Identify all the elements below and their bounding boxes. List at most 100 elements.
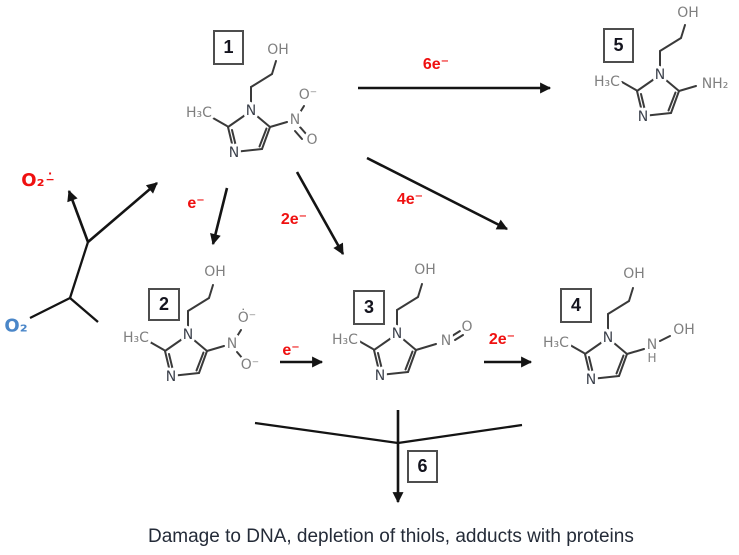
- bond: [187, 297, 210, 312]
- atom-label: H₃C: [543, 335, 569, 351]
- bond: [396, 333, 417, 351]
- atom-label: OH: [677, 5, 699, 21]
- bond: [626, 348, 645, 355]
- bond: [590, 375, 620, 380]
- atom-label: O⁻: [299, 87, 317, 103]
- bond: [235, 329, 242, 339]
- bond: [250, 73, 273, 88]
- bond: [379, 371, 409, 376]
- bond: [231, 129, 238, 150]
- arrow-redox-to-1: [87, 182, 158, 243]
- bond: [195, 351, 205, 372]
- bond: [233, 148, 263, 153]
- atom-label: OH: [623, 266, 645, 282]
- atom-label: N: [290, 112, 300, 128]
- atom-label: N: [246, 103, 256, 119]
- atom-label: H₃C: [123, 330, 149, 346]
- bond: [642, 112, 672, 117]
- atom-label: NH₂: [702, 76, 729, 92]
- atom-label: OH: [414, 262, 436, 278]
- arrow-2e-to-3: [295, 171, 345, 255]
- bond: [227, 126, 235, 153]
- atom-label: H: [647, 351, 656, 365]
- bond: [407, 349, 417, 373]
- atom-label: N: [586, 372, 596, 388]
- bond: [615, 354, 625, 375]
- arrow-e-to-2: [210, 187, 229, 246]
- atom-label: N: [655, 67, 665, 83]
- bond: [659, 37, 682, 52]
- bond: [569, 344, 585, 354]
- bond: [168, 353, 175, 374]
- bond: [417, 283, 423, 298]
- bond: [607, 337, 628, 355]
- redox-line-up: [68, 241, 90, 299]
- atom-label: N: [638, 109, 648, 125]
- atom-label: N: [647, 337, 657, 353]
- bond: [588, 356, 595, 377]
- bond: [680, 24, 686, 39]
- atom-label: N: [392, 326, 402, 342]
- bond: [358, 340, 374, 350]
- atom-label: N: [441, 333, 451, 349]
- bond: [149, 341, 165, 351]
- bond: [415, 343, 437, 351]
- bond: [208, 284, 214, 299]
- arrow-4e-to-4: [366, 156, 508, 231]
- bond: [164, 350, 172, 377]
- bond: [269, 121, 288, 128]
- bond: [659, 74, 680, 92]
- redox-line-from-compound2: [69, 297, 99, 323]
- atom-label: N: [229, 145, 239, 161]
- atom-label: OH: [673, 322, 695, 338]
- bond: [621, 81, 637, 91]
- atom-label: OH: [204, 264, 226, 280]
- atom-label: H₃C: [186, 105, 212, 121]
- bond: [212, 117, 228, 127]
- bond: [187, 334, 208, 352]
- bond: [170, 372, 200, 377]
- bond: [236, 351, 244, 360]
- bond: [636, 90, 644, 117]
- bond: [584, 337, 609, 355]
- bond: [396, 296, 419, 311]
- damage-caption: Damage to DNA, depletion of thiols, addu…: [148, 526, 634, 547]
- atom-label: O⁻: [241, 357, 259, 373]
- atom-label: O: [306, 132, 317, 148]
- bond: [670, 90, 680, 114]
- atom-label: Ȯ⁻: [238, 308, 256, 326]
- atom-label: N: [375, 368, 385, 384]
- bond: [454, 334, 464, 341]
- bond: [258, 127, 268, 148]
- bond: [678, 85, 697, 92]
- atom-label: H₃C: [594, 74, 620, 90]
- bond: [628, 287, 634, 302]
- bond: [294, 130, 303, 140]
- redox-line-from-oxygen: [29, 296, 71, 320]
- bond: [636, 74, 661, 92]
- bond: [373, 349, 381, 376]
- bond: [607, 300, 630, 315]
- bond: [298, 105, 305, 115]
- converge-line-right: [397, 423, 523, 445]
- bond: [451, 330, 461, 337]
- atom-label: O: [461, 319, 472, 335]
- bond: [227, 110, 252, 128]
- bond: [640, 93, 647, 114]
- bond: [250, 110, 271, 128]
- atom-label: H₃C: [332, 332, 358, 348]
- atom-label: OH: [267, 42, 289, 58]
- bond: [373, 333, 398, 351]
- bond: [271, 60, 277, 75]
- atom-label: N: [227, 336, 237, 352]
- converge-line-left: [254, 421, 399, 445]
- bond: [377, 352, 384, 373]
- bond: [261, 126, 271, 150]
- atom-label: N: [166, 369, 176, 385]
- compound-1-nitro: N N H₃C OH N O⁻ O: [183, 39, 320, 164]
